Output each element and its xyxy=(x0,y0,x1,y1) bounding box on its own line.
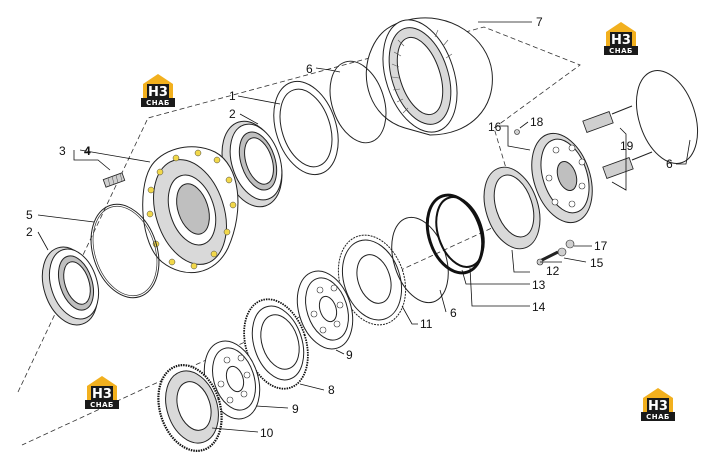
label-10: 10 xyxy=(260,426,274,440)
label-12: 12 xyxy=(546,264,560,278)
o-ring-part-5 xyxy=(90,203,160,299)
label-3: 3 xyxy=(59,144,66,158)
label-9-upper: 9 xyxy=(346,348,353,362)
label-2-lower: 2 xyxy=(26,225,33,239)
friction-disc-part-11 xyxy=(337,234,407,326)
label-16: 16 xyxy=(488,120,502,134)
leader-lines xyxy=(37,21,691,433)
label-18: 18 xyxy=(530,115,544,129)
label-4: 4 xyxy=(84,144,91,158)
label-13: 13 xyxy=(532,278,546,292)
svg-text:СНАБ: СНАБ xyxy=(646,413,670,421)
svg-text:Н3: Н3 xyxy=(611,33,631,48)
snap-ring-part-6-top xyxy=(329,60,387,144)
label-11: 11 xyxy=(420,317,433,331)
watermark-logo-bottom-left: Н3 СНАБ xyxy=(85,376,119,409)
plug-part-17 xyxy=(565,239,575,249)
svg-text:СНАБ: СНАБ xyxy=(146,99,170,107)
piston-ring xyxy=(483,166,541,250)
label-15: 15 xyxy=(590,256,604,270)
ring-part-1 xyxy=(273,80,339,176)
stud-bolt-part-4 xyxy=(102,172,126,188)
label-14: 14 xyxy=(532,300,546,314)
bearing-part-2-lower xyxy=(41,246,100,326)
watermark-logo-top-right: Н3 СНАБ xyxy=(604,22,638,55)
label-17: 17 xyxy=(594,239,608,253)
seal-ring-part-14 xyxy=(425,193,485,275)
hub-carrier-part-3 xyxy=(142,146,239,274)
label-8: 8 xyxy=(328,383,335,397)
svg-text:СНАБ: СНАБ xyxy=(609,47,633,55)
label-1: 1 xyxy=(229,89,236,103)
ring-gear-part-7 xyxy=(365,17,493,136)
svg-text:Н3: Н3 xyxy=(92,387,112,402)
svg-text:СНАБ: СНАБ xyxy=(90,401,114,409)
label-5: 5 xyxy=(26,208,33,222)
label-6-middle: 6 xyxy=(450,306,457,320)
washer-part-15 xyxy=(557,247,567,257)
screw-part-18 xyxy=(514,129,520,135)
label-6-right: 6 xyxy=(666,157,673,171)
label-19: 19 xyxy=(620,139,634,153)
label-2-upper: 2 xyxy=(229,107,236,121)
bearing-part-2-upper xyxy=(221,120,283,208)
springs-part-19 xyxy=(582,105,653,179)
separator-plate-part-9-upper xyxy=(296,270,354,350)
friction-disc-part-10 xyxy=(157,364,223,452)
spring-housing-part-16 xyxy=(531,132,593,224)
label-9-lower: 9 xyxy=(292,402,299,416)
svg-text:Н3: Н3 xyxy=(648,399,668,414)
watermark-logo-bottom-right: Н3 СНАБ xyxy=(641,388,675,421)
snap-ring-part-6-right xyxy=(636,70,698,164)
label-6-top: 6 xyxy=(306,62,313,76)
svg-text:Н3: Н3 xyxy=(148,85,168,100)
seal-ring-part-13 xyxy=(435,196,485,268)
friction-disc-part-8 xyxy=(243,298,309,390)
label-7: 7 xyxy=(536,15,543,29)
watermark-logo-top-left: Н3 СНАБ xyxy=(141,74,175,107)
